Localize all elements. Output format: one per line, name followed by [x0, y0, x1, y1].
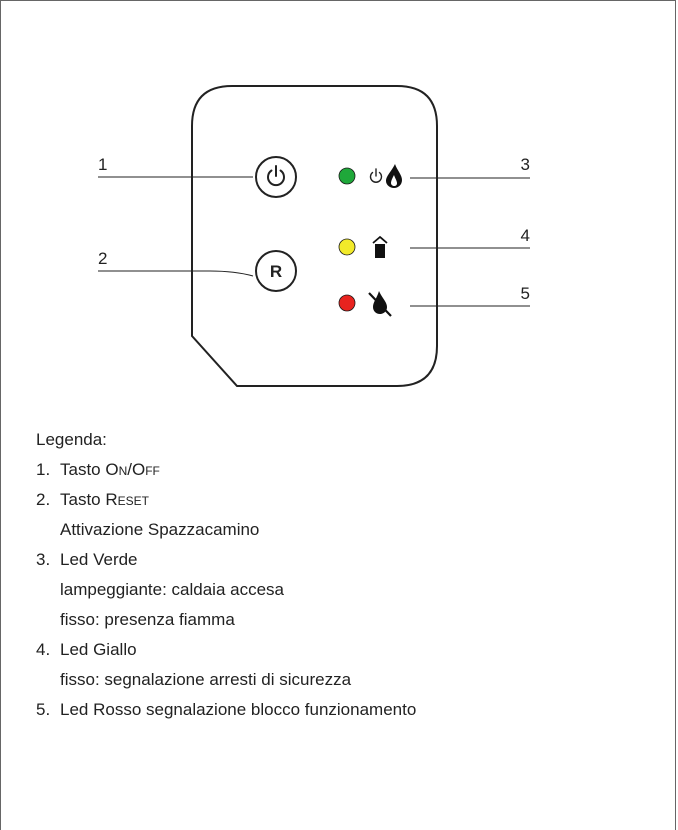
legend-item-detail: fisso: segnalazione arresti di sicurezza — [60, 670, 352, 689]
legend-item-number: 5. — [36, 700, 51, 719]
legend-item-text: Tasto Reset — [60, 485, 149, 515]
chimney-icon — [372, 235, 388, 258]
legend-item-label: Led Rosso segnalazione blocco funzioname… — [60, 700, 417, 719]
legend-item: 1. Tasto On/Off — [36, 455, 416, 485]
legend-item-number: 1. — [36, 460, 51, 479]
legend-item-detail: lampeggiante: caldaia accesa — [60, 580, 284, 599]
legend-item-text: Tasto On/Off — [60, 455, 160, 485]
legend-item-number: 3. — [36, 550, 51, 569]
legend-item-label: Led Verde — [60, 550, 138, 569]
flame-blocked-icon — [368, 291, 392, 317]
legend-item-label: Led Giallo — [60, 640, 137, 659]
legend-item: 4. Led Giallo — [36, 635, 416, 665]
control-panel-outline — [191, 85, 438, 387]
legend: Legenda: 1. Tasto On/Off 2. Tasto Reset … — [36, 425, 416, 725]
legend-item-detail: fisso: presenza fiamma — [60, 610, 235, 629]
reset-button-label: R — [270, 262, 282, 281]
legend-item-label: On/Off — [105, 460, 160, 479]
legend-item-label: Reset — [105, 490, 149, 509]
power-icon — [267, 165, 285, 187]
power-button[interactable] — [255, 156, 297, 198]
callout-3: 3 — [521, 155, 530, 174]
led-green — [338, 167, 356, 185]
led-yellow — [338, 238, 356, 256]
legend-item-prefix: Tasto — [60, 490, 106, 509]
flame-icon — [386, 164, 402, 188]
legend-item-detail: Attivazione Spazzacamino — [60, 520, 260, 539]
standby-icon — [369, 168, 383, 183]
legend-item-number: 2. — [36, 490, 51, 509]
callout-line-2 — [98, 270, 254, 277]
legend-item-prefix: Tasto — [60, 460, 106, 479]
legend-item: 2. Tasto Reset — [36, 485, 416, 515]
reset-button[interactable]: R — [255, 250, 297, 292]
led-red — [338, 294, 356, 312]
legend-title: Legenda: — [36, 430, 107, 449]
callout-2: 2 — [98, 249, 107, 268]
control-panel-diagram: R 1 2 3 4 5 — [98, 85, 530, 387]
callout-1: 1 — [98, 155, 107, 174]
callout-4: 4 — [521, 226, 530, 245]
legend-item-number: 4. — [36, 640, 51, 659]
callout-5: 5 — [521, 284, 530, 303]
legend-item: 5. Led Rosso segnalazione blocco funzion… — [36, 695, 416, 725]
legend-item: 3. Led Verde — [36, 545, 416, 575]
